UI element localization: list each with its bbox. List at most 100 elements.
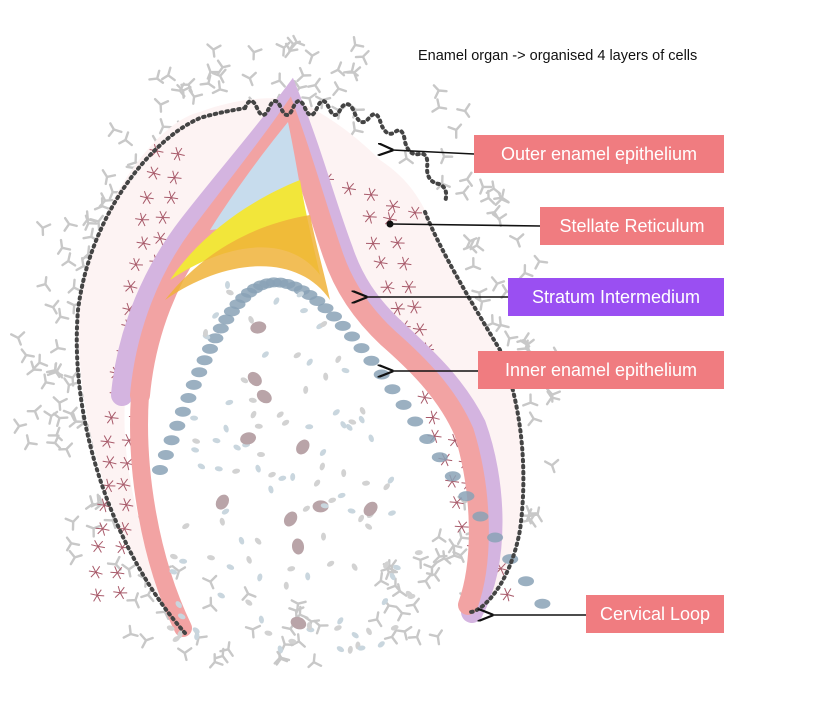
outer-membrane [111,77,503,623]
papilla-cell [337,617,344,625]
papilla-cell [212,438,221,444]
papilla-cell [166,625,175,631]
stratum-cell [157,450,174,460]
papilla-cell [345,424,353,431]
mesenchyme-cell [44,299,60,315]
stratum-cell [174,406,191,417]
stellate-cell [123,279,138,294]
papilla-cell [319,449,327,456]
papilla-cell [387,476,395,484]
stellate-cell [102,455,117,469]
outer-epithelium-dotted [74,106,247,635]
mesenchyme-cell [188,89,204,105]
mesenchyme-cell [428,629,443,646]
stellate-cell [104,410,119,425]
papilla-cell [328,497,337,503]
mesenchyme-cell [463,234,478,250]
papilla-cell [381,598,389,606]
stratum-cell [317,303,334,314]
papilla-cell [405,590,413,598]
mesenchyme-cell [148,69,165,84]
mesenchyme-cell [20,348,35,364]
mesenchyme-cell [398,150,414,165]
mesenchyme-cell [423,561,439,577]
stratum-cell [207,333,224,344]
papilla-cell [224,281,231,289]
mesenchyme-cell [405,597,420,613]
stellate-cell [101,478,116,493]
dental-papilla-cells [166,281,423,654]
stratum-cell [344,331,360,342]
mesenchyme-cell [122,624,139,639]
stratum-cell [218,314,235,325]
mesenchyme-cell [447,538,463,554]
label-stratum-intermedium: Stratum Intermedium [508,278,724,316]
label-text: Cervical Loop [599,603,711,624]
stellate-cell [412,322,427,336]
mesenchyme-cell [241,71,257,87]
papilla-cell [182,523,190,530]
stellate-cell [164,190,179,204]
papilla-cell [296,291,304,298]
papilla-cell [332,409,340,416]
papilla-cell [348,419,357,425]
papilla-cell [389,572,396,581]
papilla-cell [248,316,254,324]
papilla-cell [264,630,273,636]
mesenchyme-cell [33,353,49,369]
papilla-cell [175,601,182,609]
papilla-cell [334,625,342,631]
enamel-orange-layer [165,215,330,300]
papilla-cell [358,415,365,424]
mesenchyme-cell [436,550,452,565]
papilla-cell [306,622,312,631]
stellate-cell [397,256,412,271]
mesenchyme-cell [431,528,447,543]
stellate-cell [390,236,405,250]
stellate-cell [88,565,103,579]
stratum-cell [444,471,461,482]
stellate-cell [385,199,400,213]
papilla-cell [383,483,390,491]
papilla-cell [313,479,321,487]
papilla-cell [214,466,223,472]
mesenchyme-cell [45,362,61,379]
stellate-cell [401,280,416,294]
papilla-cell [319,462,325,471]
stratum-cell [196,355,213,366]
papilla-cell [320,503,329,509]
papilla-cell [250,321,267,334]
mesenchyme-cell [391,583,408,597]
stratum-cell [326,311,342,322]
stellate-cell [373,255,388,270]
stratum-cell [487,532,504,543]
papilla-cell [276,411,284,418]
papilla-cell [197,463,206,470]
mesenchyme-cell [304,49,320,65]
mesenchyme-cell [296,66,312,83]
stratum-cell [395,399,412,410]
mesenchyme-cell [307,77,321,94]
papilla-cell [341,469,347,478]
stratum-cell [363,355,380,366]
mesenchyme-cell [211,68,227,84]
mesenchyme-cell [273,649,289,665]
mesenchyme-cell [247,45,263,61]
papilla-cell [190,415,199,421]
stratum-cell [191,367,208,378]
mesenchyme-cell [63,377,78,394]
mesenchyme-cell [307,653,323,669]
mesenchyme-cell [374,571,390,587]
stellate-cell [119,498,134,512]
papilla-cell [383,561,390,569]
stellate-cell [365,236,381,250]
label-cervical-loop: Cervical Loop [586,595,724,633]
stratum-cell [384,384,401,395]
mesenchyme-cell [56,238,72,255]
papilla-cell [256,389,272,404]
papilla-cell [248,397,257,403]
stellate-cell [91,540,105,553]
mesenchyme-cell [456,103,471,118]
stellate-cell [139,191,154,205]
papilla-cell [194,632,200,641]
